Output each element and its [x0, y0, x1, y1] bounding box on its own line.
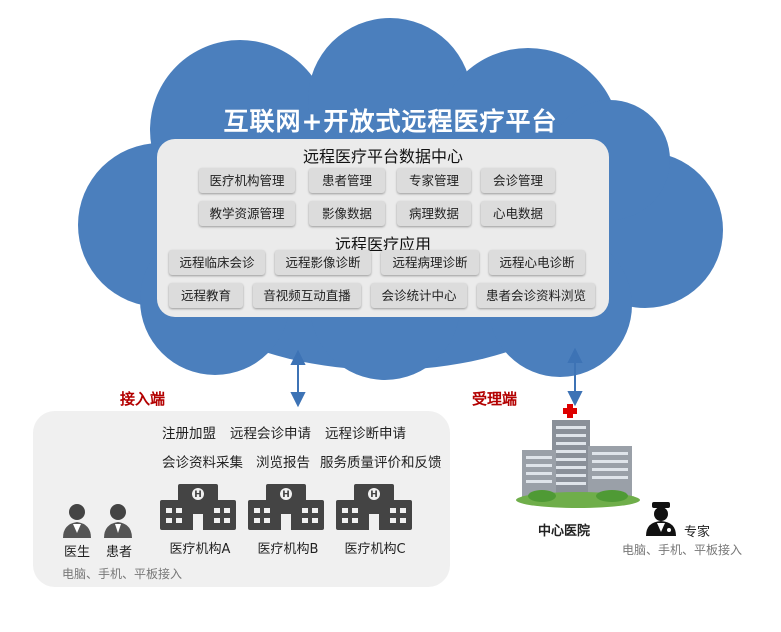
- chip-remote-clinical: 远程临床会诊: [169, 250, 265, 275]
- data-center-title: 远程医疗平台数据中心: [302, 147, 463, 166]
- patient-label: 患者: [106, 545, 133, 560]
- platform-panel: 远程医疗平台数据中心 医疗机构管理 患者管理 专家管理 会诊管理 教学资源管理 …: [157, 139, 609, 317]
- chip-av-live: 音视频互动直播: [253, 283, 361, 308]
- chip-consult-mgmt: 会诊管理: [481, 168, 555, 193]
- institution-b-label: 医疗机构B: [257, 542, 319, 557]
- access-devices: 电脑、手机、平板接入: [62, 567, 183, 581]
- access-label: 接入端: [120, 390, 166, 408]
- receive-devices: 电脑、手机、平板接入: [622, 543, 743, 557]
- chip-expert-mgmt: 专家管理: [397, 168, 471, 193]
- chip-teaching-resource: 教学资源管理: [199, 201, 295, 226]
- chip-patient-records: 患者会诊资料浏览: [477, 283, 595, 308]
- feature-view-report: 浏览报告: [256, 455, 310, 471]
- institution-a-label: 医疗机构A: [169, 542, 231, 557]
- feature-consult-request: 远程会诊申请: [230, 426, 311, 442]
- platform-title: 互联网+开放式远程医疗平台: [223, 107, 558, 136]
- feature-diagnosis-request: 远程诊断申请: [325, 426, 406, 442]
- chip-ecg-data: 心电数据: [481, 201, 555, 226]
- chip-patient-mgmt: 患者管理: [309, 168, 385, 193]
- expert-icon: [646, 502, 676, 536]
- svg-text:H: H: [194, 490, 202, 500]
- chip-remote-ecg: 远程心电诊断: [489, 250, 585, 275]
- institution-c-label: 医疗机构C: [344, 542, 406, 557]
- chip-remote-pathology: 远程病理诊断: [381, 250, 479, 275]
- hospital-building-icon: [516, 404, 640, 508]
- chip-remote-imaging: 远程影像诊断: [275, 250, 371, 275]
- chip-imaging-data: 影像数据: [309, 201, 385, 226]
- svg-text:H: H: [370, 490, 378, 500]
- feature-quality-feedback: 服务质量评价和反馈: [320, 455, 442, 471]
- svg-text:H: H: [282, 490, 290, 500]
- feature-data-collection: 会诊资料采集: [162, 455, 243, 471]
- chip-pathology-data: 病理数据: [397, 201, 471, 226]
- arrows: [290, 347, 583, 408]
- patient-icon: [104, 504, 132, 538]
- doctor-label: 医生: [64, 545, 91, 560]
- chip-remote-education: 远程教育: [169, 283, 243, 308]
- hospital-label: 中心医院: [538, 524, 591, 539]
- expert-label: 专家: [684, 525, 711, 540]
- chip-institution-mgmt: 医疗机构管理: [199, 168, 295, 193]
- feature-register: 注册加盟: [162, 426, 216, 442]
- applications-title: 远程医疗应用: [334, 235, 431, 254]
- receive-label: 受理端: [472, 390, 518, 408]
- people-icons: [63, 504, 132, 538]
- doctor-icon: [63, 504, 91, 538]
- chip-consult-stats: 会诊统计中心: [371, 283, 467, 308]
